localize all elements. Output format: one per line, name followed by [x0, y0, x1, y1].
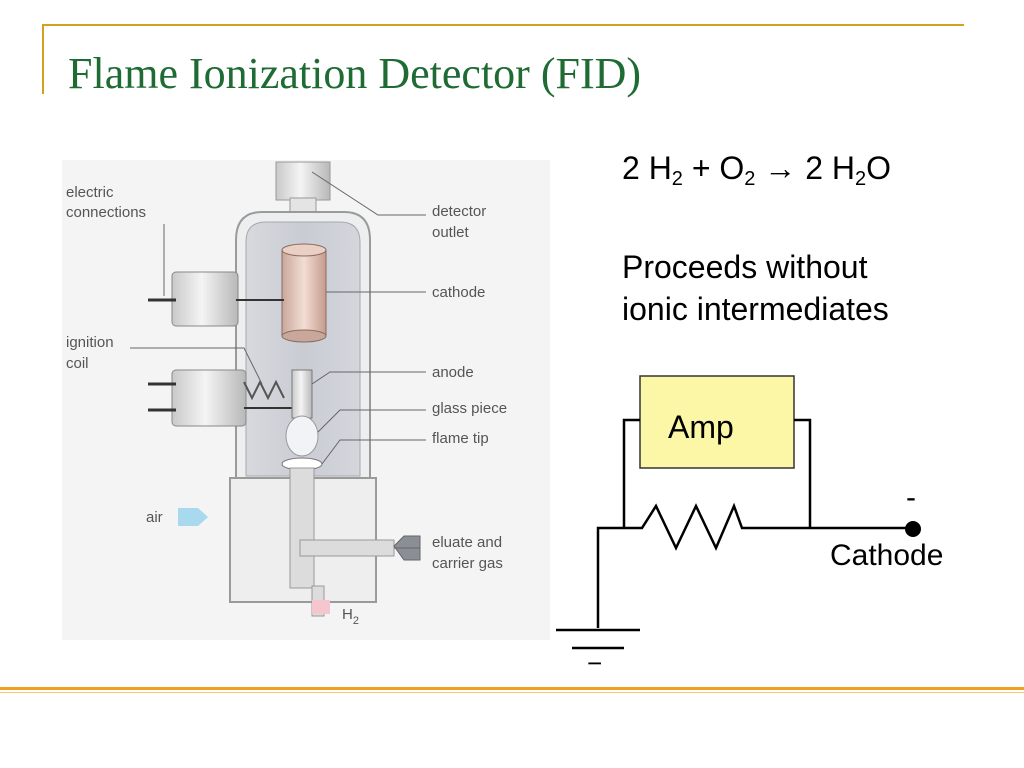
electric-connector [171, 271, 239, 327]
frame-accent-top [42, 24, 964, 26]
circuit-wires [556, 418, 912, 650]
note-line-2: ionic intermediates [622, 291, 889, 327]
label-ignition-coil-line2: coil [66, 355, 89, 372]
ground-sign: − [587, 648, 602, 678]
resistor [596, 502, 912, 628]
reaction-note: Proceeds without ionic intermediates [622, 246, 889, 330]
label-h2: H2 [342, 606, 359, 627]
slide-title: Flame Ionization Detector (FID) [68, 49, 642, 98]
eq-sub-2: 2 [744, 168, 756, 190]
reaction-equation: 2 H2 + O2 → 2 H2O [622, 150, 891, 191]
label-detector-outlet-line1: detector [432, 203, 486, 220]
ignition-connector [171, 369, 247, 427]
label-flame-tip: flame tip [432, 430, 489, 447]
cathode-bottom [281, 329, 327, 343]
cathode-cylinder [281, 249, 327, 337]
label-glass-piece: glass piece [432, 400, 507, 417]
glass-piece [285, 415, 319, 457]
gas-channel [289, 467, 315, 589]
label-air: air [146, 509, 163, 526]
eq-sub-1: 2 [671, 168, 683, 190]
note-line-1: Proceeds without [622, 249, 868, 285]
label-cathode: cathode [432, 284, 485, 301]
label-eluate-line2: carrier gas [432, 555, 503, 572]
label-electric-connections-line1: electric [66, 184, 114, 201]
leader-lines [130, 171, 426, 549]
bottom-rule-thin [0, 692, 1024, 693]
label-electric-connections-line2: connections [66, 204, 146, 221]
circuit-schematic: Amp - Cathode − [556, 375, 943, 678]
eq-part-2: + O [682, 150, 745, 186]
label-detector-outlet-line2: outlet [432, 224, 470, 241]
amp-box [639, 375, 795, 469]
anode-rod [291, 369, 313, 419]
amp-label: Amp [668, 409, 734, 445]
eq-sub-3: 2 [854, 168, 867, 190]
eq-part-4: O [866, 150, 891, 186]
detector-chamber [245, 221, 361, 477]
h2-arrow [312, 600, 330, 614]
bottom-rule [0, 687, 1024, 690]
outlet-cap [275, 161, 331, 201]
label-ignition-coil-line1: ignition [66, 334, 114, 351]
cathode-top [281, 243, 327, 257]
label-anode: anode [432, 364, 474, 381]
frame-accent-left [42, 24, 44, 94]
eluate-inlet [299, 539, 395, 557]
cathode-terminal-label: Cathode [830, 539, 943, 572]
label-eluate-line1: eluate and [432, 534, 502, 551]
terminal-sign: - [906, 481, 916, 514]
air-arrow [178, 508, 208, 526]
fid-detector-illustration: electric connections ignition coil air d… [62, 160, 550, 640]
cathode-terminal-dot [905, 521, 921, 537]
eq-part-3: → 2 H [755, 150, 855, 186]
eq-part-1: 2 H [622, 150, 672, 186]
ignition-coil [243, 379, 285, 401]
